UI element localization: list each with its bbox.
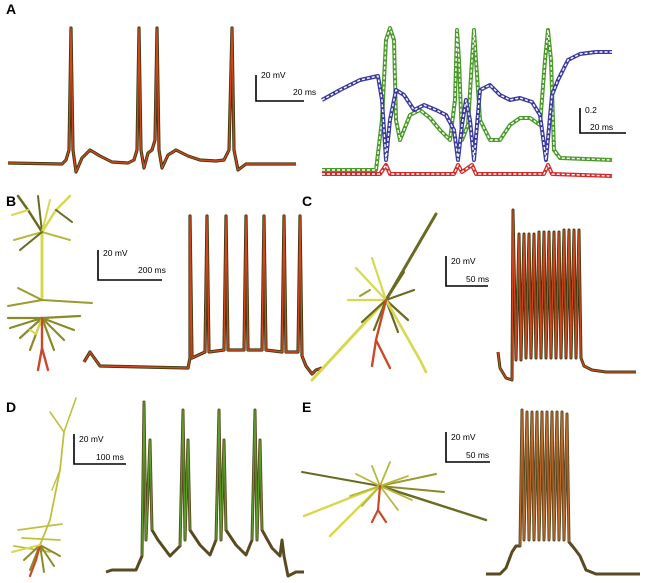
panel-e-scale-time: 50 ms: [466, 450, 489, 460]
panel-c-scale-time: 50 ms: [466, 274, 489, 284]
gating-trace-red-inner: [322, 164, 613, 177]
panel-b-voltage-trace-red: [83, 215, 323, 375]
panel-b-voltage-trace: [82, 214, 323, 376]
panel-a: A 20 mV 20 ms 0.2 20 ms: [6, 1, 626, 178]
panel-d: D 20 mV 100 ms: [6, 397, 304, 578]
panel-c-voltage-trace-red: [497, 209, 636, 381]
panel-c-scale-bar: 20 mV 50 ms: [445, 256, 489, 287]
panel-e-voltage-trace: [486, 408, 640, 576]
panel-d-neuron-morphology: [11, 397, 77, 578]
panel-a-left-scale-bar: 20 mV 20 ms: [255, 70, 316, 102]
gating-trace-blue-inner: [321, 51, 612, 161]
panel-c: C 20 mV 50 ms: [302, 193, 636, 382]
panel-b-label: B: [6, 193, 16, 209]
panel-c-scale-voltage: 20 mV: [451, 256, 476, 266]
panel-e: E 20 mV 50 ms: [301, 399, 640, 576]
gating-trace-blue-outer: [321, 50, 612, 162]
panel-e-neuron-morphology: [301, 461, 488, 538]
panel-b-scale-bar: 20 mV 200 ms: [97, 248, 166, 281]
panel-a-label: A: [6, 1, 16, 17]
panel-c-voltage-trace: [496, 208, 636, 382]
panel-d-voltage-trace-green: [141, 401, 263, 557]
panel-a-left-scale-voltage: 20 mV: [261, 70, 286, 80]
panel-a-right-scale-bar: 0.2 20 ms: [579, 105, 626, 134]
panel-c-neuron-morphology: [310, 212, 438, 382]
panel-c-label: C: [302, 193, 312, 209]
panel-e-scale-bar: 20 mV 50 ms: [445, 432, 490, 463]
panel-d-scale-time: 100 ms: [96, 452, 124, 462]
panel-d-voltage-trace: [105, 400, 304, 578]
panel-e-voltage-trace-orange: [519, 409, 570, 547]
panel-b-scale-time: 200 ms: [138, 265, 166, 275]
gating-trace-green-inner: [322, 27, 613, 171]
panel-d-scale-bar: 20 mV 100 ms: [73, 434, 126, 465]
panel-e-label: E: [302, 399, 311, 415]
panel-b-scale-voltage: 20 mV: [103, 248, 128, 258]
panel-e-scale-voltage: 20 mV: [451, 432, 476, 442]
panel-a-voltage-trace: [7, 26, 296, 174]
panel-a-left-scale-time: 20 ms: [293, 87, 316, 97]
panel-d-scale-voltage: 20 mV: [79, 434, 104, 444]
panel-d-voltage-trace-dark: [105, 400, 304, 578]
panel-d-label: D: [6, 399, 16, 415]
panel-b-neuron-morphology: [6, 194, 93, 372]
panel-b: B 20 mV 200 ms: [6, 193, 323, 376]
panel-a-right-scale-value: 0.2: [585, 105, 597, 115]
panel-a-voltage-trace-red: [7, 27, 296, 173]
panel-a-gating-traces: [321, 26, 613, 178]
panel-a-right-scale-time: 20 ms: [590, 122, 613, 132]
